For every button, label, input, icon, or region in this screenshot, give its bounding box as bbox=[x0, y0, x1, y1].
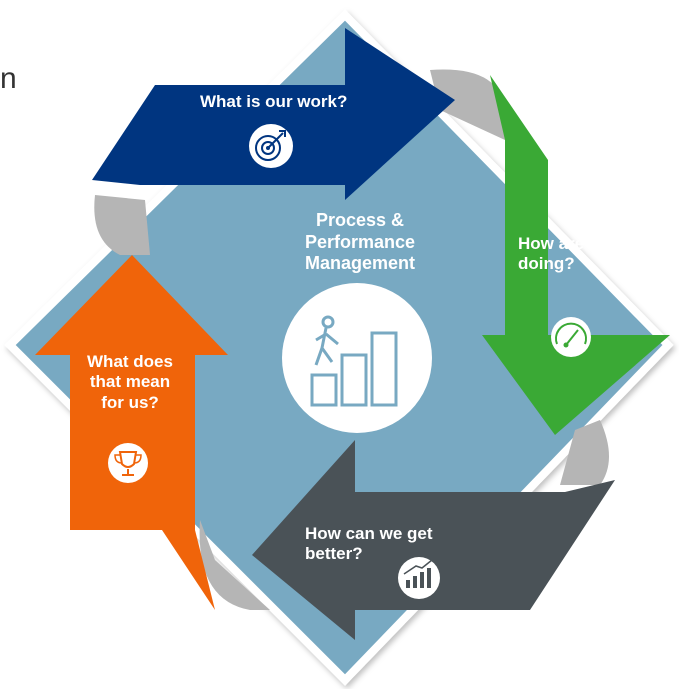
left-arrow bbox=[35, 255, 228, 610]
step-label-how-can-we-get-better: How can we get better? bbox=[305, 524, 433, 565]
step-label-what-does-that-mean: What does that mean for us? bbox=[70, 352, 190, 413]
bottom-arrow bbox=[252, 440, 615, 640]
step-label-what-is-our-work: What is our work? bbox=[200, 92, 348, 111]
step-label-line-1: How are we bbox=[518, 234, 612, 253]
ribbon-fold-top-right bbox=[430, 69, 505, 140]
stairs-climber-icon bbox=[310, 315, 398, 407]
step-label-line-2: that mean bbox=[89, 372, 171, 392]
center-circle bbox=[282, 283, 432, 433]
step-label-line-2: better? bbox=[305, 544, 363, 564]
step-label-line-3: for us? bbox=[101, 392, 159, 412]
right-arrow bbox=[482, 75, 670, 435]
cropped-text-fragment: n bbox=[0, 62, 17, 95]
center-title: Process & Performance Management bbox=[290, 210, 430, 275]
target-icon bbox=[249, 124, 293, 168]
step-label-line-1: What does bbox=[87, 352, 173, 371]
gauge-icon bbox=[551, 317, 591, 357]
ribbon-fold-top-left bbox=[94, 195, 150, 255]
step-label-line-2: doing? bbox=[518, 254, 575, 274]
center-title-line-3: Management bbox=[304, 253, 416, 274]
growth-chart-icon bbox=[398, 557, 440, 599]
step-label-how-are-we-doing: How are we doing? bbox=[518, 234, 612, 275]
trophy-icon bbox=[108, 443, 148, 483]
ribbon-fold-bottom-right bbox=[560, 420, 609, 485]
top-arrow bbox=[92, 28, 455, 200]
step-label-line-1: How can we get bbox=[305, 524, 433, 543]
center-title-line-1: Process & bbox=[315, 210, 405, 230]
ribbon-fold-bottom-left bbox=[199, 520, 270, 610]
center-title-line-2: Performance bbox=[304, 231, 416, 252]
